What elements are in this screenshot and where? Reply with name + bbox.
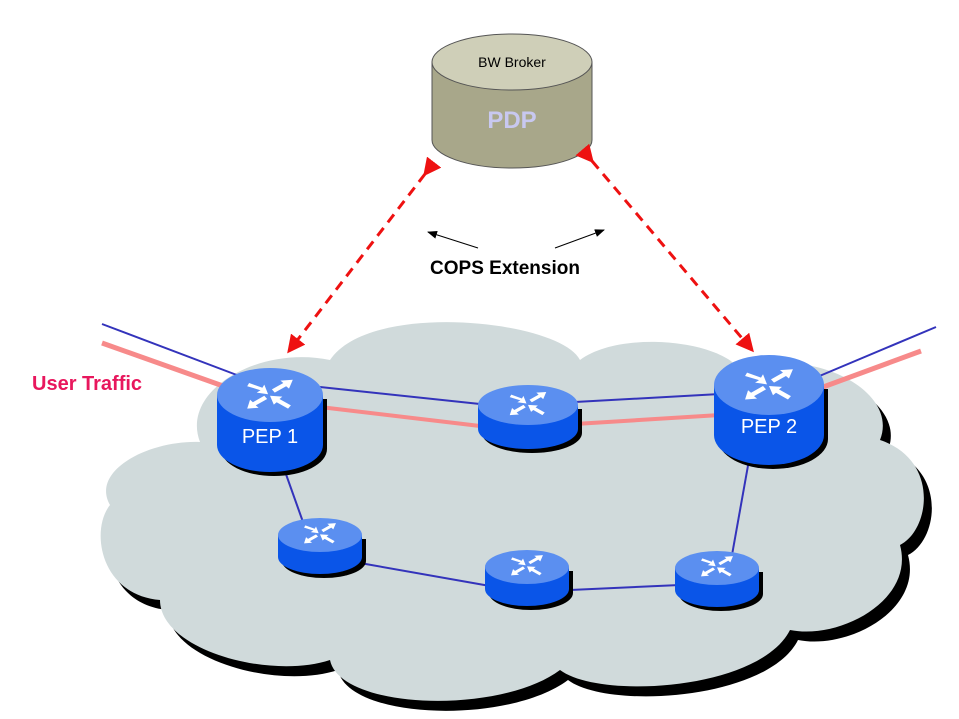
external-traffic-link-left <box>101 340 241 395</box>
external-network-link-left <box>101 323 251 381</box>
cops-link-pep1 <box>287 156 442 354</box>
traffic-core-pep2 <box>574 413 721 426</box>
router-pep2[interactable]: PEP 2 <box>714 355 828 469</box>
router-bottom-mid[interactable] <box>485 550 573 610</box>
link-pep1-core <box>319 386 481 405</box>
router-core-top[interactable] <box>478 385 582 453</box>
link-bottom-mid-bottom-right <box>569 584 681 591</box>
external-network-link-right <box>809 326 937 381</box>
pdp-server[interactable]: BW Broker PDP <box>431 33 593 169</box>
router-bottom-right[interactable] <box>675 551 763 611</box>
cops-link-pep2 <box>575 143 754 353</box>
pdp-title: BW Broker <box>478 54 546 70</box>
cops-pointer-left <box>427 230 479 249</box>
link-core-pep2 <box>574 393 721 403</box>
external-traffic-link-right <box>814 348 922 393</box>
traffic-pep1-core <box>319 405 481 428</box>
pdp-label: PDP <box>487 107 536 134</box>
router-pep1[interactable]: PEP 1 <box>217 368 327 476</box>
router-top <box>485 550 569 584</box>
cops-pointer-right <box>554 229 605 249</box>
router-label: PEP 1 <box>242 426 298 448</box>
router-label: PEP 2 <box>741 416 797 438</box>
pdp-cylinder-top <box>431 33 593 91</box>
router-top <box>478 385 578 425</box>
link-bottom-left-bottom-mid <box>359 562 491 587</box>
router-top <box>714 355 824 415</box>
user-traffic-label: User Traffic <box>32 373 142 395</box>
router-bottom-left[interactable] <box>278 518 366 578</box>
routers-layer: PEP 1 PEP 2 <box>217 355 828 611</box>
router-top <box>675 551 759 585</box>
link-bottom-right-pep2 <box>731 459 750 556</box>
cops-extension-label: COPS Extension <box>430 258 580 279</box>
router-top <box>217 368 323 422</box>
router-top <box>278 518 362 552</box>
